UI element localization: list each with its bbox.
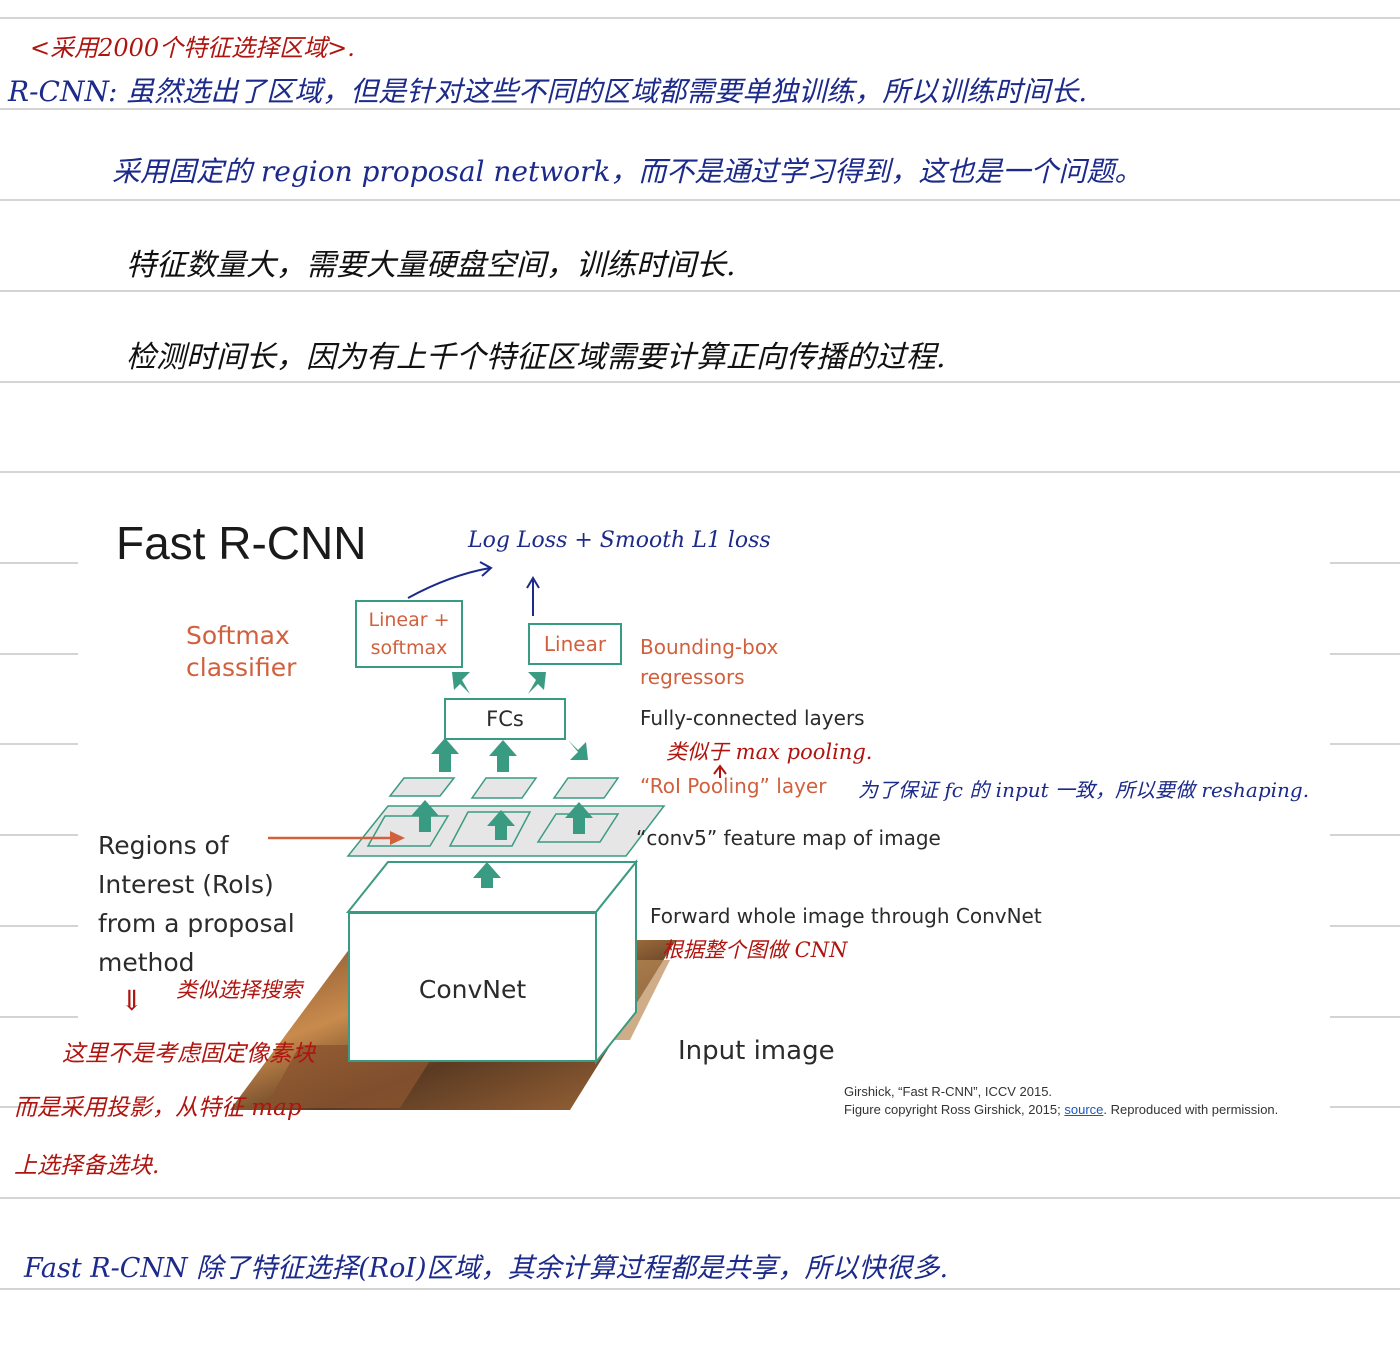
projection-annotation-1: 这里不是考虑固定像素块	[62, 1041, 315, 1067]
citation-permission: . Reproduced with permission.	[1103, 1102, 1279, 1117]
max-pooling-annotation: 类似于 max pooling.	[666, 740, 873, 764]
roi-pooling-label: “RoI Pooling” layer	[640, 774, 827, 798]
note-line-2: 采用固定的 region proposal network，而不是通过学习得到，…	[112, 155, 1143, 188]
notebook-rule	[0, 17, 1400, 19]
softmax-classifier-label: Softmax classifier	[186, 620, 296, 684]
projection-annotation-3: 上选择备选块.	[14, 1153, 160, 1179]
reshaping-annotation: 为了保证 fc 的 input 一致，所以要做 reshaping.	[858, 778, 1310, 802]
flow-arrows	[411, 672, 593, 888]
notebook-rule	[0, 1197, 1400, 1199]
note-line-3: 特征数量大，需要大量硬盘空间，训练时间长.	[126, 248, 736, 283]
citation-line-2: Figure copyright Ross Girshick, 2015; so…	[844, 1102, 1278, 1117]
notebook-rule	[0, 471, 1400, 473]
input-image-label: Input image	[678, 1036, 835, 1066]
roi-pooled-output	[552, 777, 620, 799]
regions-line-3: from a proposal	[98, 909, 295, 938]
slide-title: Fast R-CNN	[116, 517, 367, 569]
citation-copyright: Figure copyright Ross Girshick, 2015;	[844, 1102, 1065, 1117]
forward-label: Forward whole image through ConvNet	[650, 904, 1042, 928]
softmax-classifier-line-2: classifier	[186, 653, 297, 682]
down-arrow-annotation: ⇓	[120, 984, 144, 1017]
notebook-rule	[0, 381, 1400, 383]
notebook-rule	[0, 108, 1400, 110]
linear-softmax-line-1: Linear +	[368, 609, 450, 631]
regions-line-2: Interest (RoIs)	[98, 870, 274, 899]
slide-panel	[78, 478, 1330, 1138]
regions-of-interest-label: Regions of Interest (RoIs) from a propos…	[98, 826, 295, 982]
roi-region	[536, 813, 620, 843]
notebook-rule	[0, 1288, 1400, 1290]
notebook-rule	[0, 290, 1400, 292]
note-line-0: <采用2000个特征选择区域>.	[30, 34, 355, 62]
roi-pooled-output	[470, 777, 538, 799]
fc-layers-label: Fully-connected layers	[640, 706, 865, 730]
projection-annotation-2: 而是采用投影，从特征 map	[14, 1095, 302, 1121]
cnn-whole-annotation: 根据整个图做 CNN	[662, 938, 848, 962]
linear-softmax-box: Linear + softmax	[355, 600, 463, 668]
linear-softmax-line-2: softmax	[370, 637, 448, 659]
roi-region	[448, 811, 532, 847]
citation-source-link[interactable]: source	[1064, 1102, 1104, 1117]
citation-line-1: Girshick, “Fast R-CNN”, ICCV 2015.	[844, 1084, 1053, 1099]
convnet-box: ConvNet	[348, 912, 597, 1062]
loss-annotation: Log Loss + Smooth L1 loss	[468, 528, 771, 553]
softmax-classifier-line-1: Softmax	[186, 621, 290, 650]
bbox-regressors-line-2: regressors	[640, 665, 745, 689]
notebook-rule	[0, 199, 1400, 201]
roi-pooled-output	[388, 777, 456, 797]
note-line-1: R-CNN: 虽然选出了区域，但是针对这些不同的区域都需要单独训练，所以训练时间…	[8, 75, 1088, 108]
bbox-regressors-label: Bounding-box regressors	[640, 632, 778, 692]
conv5-label: “conv5” feature map of image	[636, 826, 941, 850]
regions-line-1: Regions of	[98, 831, 229, 860]
selective-search-annotation: 类似选择搜索	[176, 978, 302, 1002]
regions-line-4: method	[98, 948, 195, 977]
linear-box: Linear	[528, 623, 622, 665]
bbox-regressors-line-1: Bounding-box	[640, 635, 779, 659]
note-line-4: 检测时间长，因为有上千个特征区域需要计算正向传播的过程.	[126, 340, 946, 375]
fcs-box: FCs	[444, 698, 566, 740]
note-bottom: Fast R-CNN 除了特征选择(RoI)区域，其余计算过程都是共享，所以快很…	[24, 1253, 949, 1284]
